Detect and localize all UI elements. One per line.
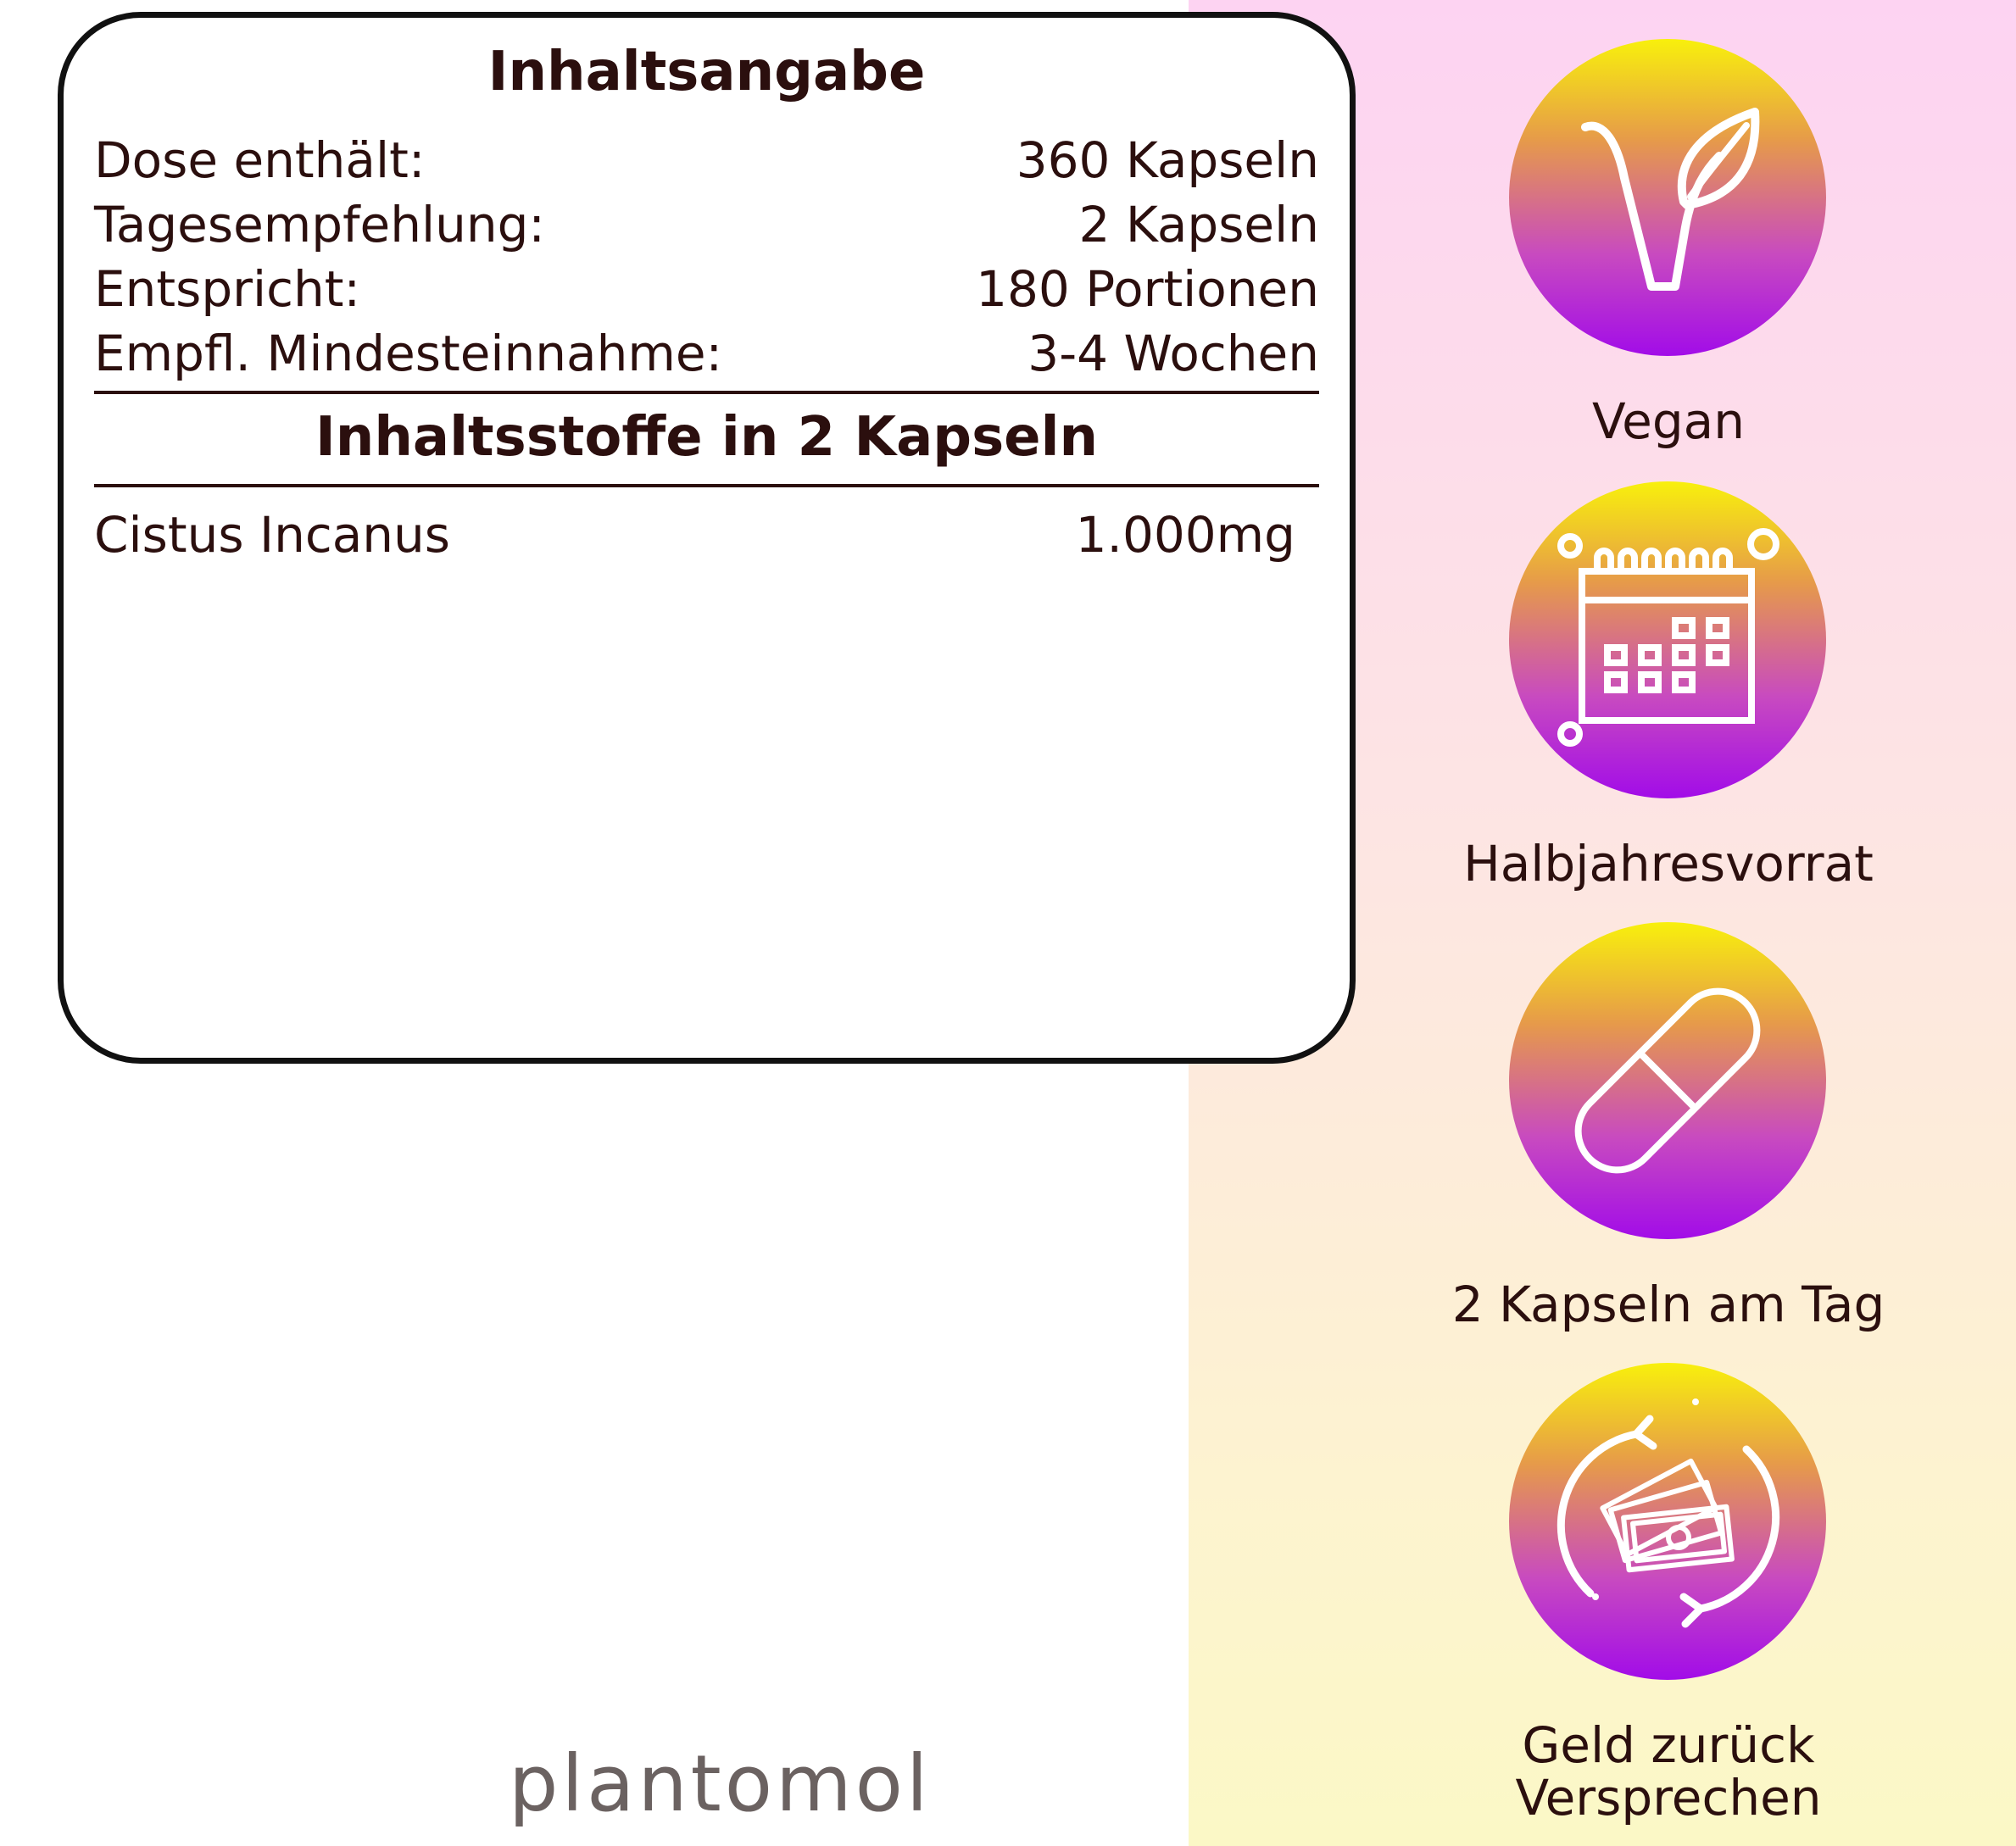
- info-label: Tagesempfehlung:: [94, 196, 545, 253]
- divider: [94, 391, 1319, 394]
- info-value: 2 Kapseln: [1078, 196, 1320, 253]
- feature-label: Geld zurück Versprechen: [1346, 1719, 1991, 1824]
- brand-logo: plantomol: [509, 1738, 932, 1829]
- ingredient-row: Cistus Incanus 1.000mg: [94, 504, 1295, 565]
- ingredient-amount: 1.000mg: [1075, 506, 1295, 564]
- info-value: 180 Portionen: [976, 260, 1319, 318]
- ingredient-name: Cistus Incanus: [94, 506, 451, 564]
- info-row-daily-recommendation: Tagesempfehlung: 2 Kapseln: [94, 194, 1319, 255]
- info-label: Empfl. Mindesteinnahme:: [94, 325, 723, 382]
- info-label: Entspricht:: [94, 260, 361, 318]
- feature-label: Halbjahresvorrat: [1463, 835, 1874, 892]
- nutrition-info-card: Inhaltsangabe Dose enthält: 360 Kapseln …: [58, 12, 1356, 1064]
- info-label: Dose enthält:: [94, 131, 426, 189]
- capsule-icon: [1509, 922, 1826, 1239]
- feature-label: 2 Kapseln am Tag: [1451, 1276, 1885, 1333]
- info-row-can-contents: Dose enthält: 360 Kapseln: [94, 130, 1319, 191]
- calendar-icon: [1509, 481, 1826, 798]
- info-row-portions: Entspricht: 180 Portionen: [94, 259, 1319, 320]
- money-back-icon: [1509, 1363, 1826, 1680]
- card-title: Inhaltsangabe: [487, 41, 926, 103]
- ingredients-title: Inhaltsstoffe in 2 Kapseln: [315, 406, 1099, 469]
- info-value: 3-4 Wochen: [1027, 325, 1319, 382]
- info-row-minimum-intake: Empfl. Mindesteinnahme: 3-4 Wochen: [94, 323, 1319, 384]
- feature-label-line: Geld zurück: [1522, 1716, 1815, 1774]
- divider: [94, 484, 1319, 487]
- feature-label-line: Versprechen: [1515, 1769, 1822, 1827]
- info-value: 360 Kapseln: [1016, 131, 1319, 189]
- feature-label: Vegan: [1592, 392, 1745, 450]
- vegan-leaf-icon: [1509, 39, 1826, 356]
